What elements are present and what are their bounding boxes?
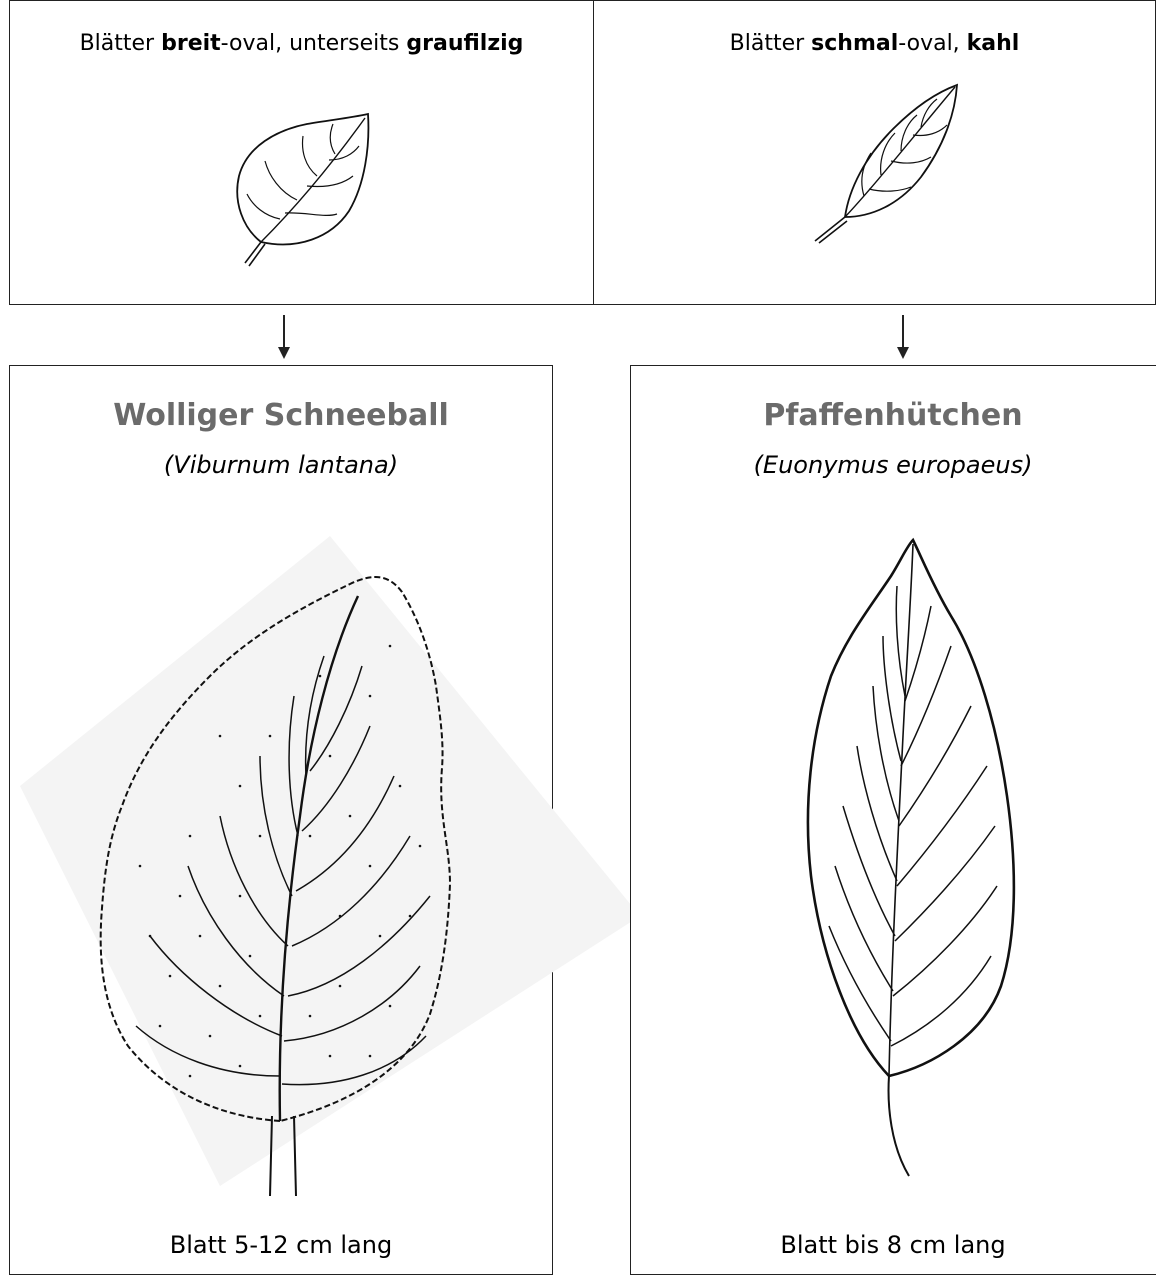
species-caption: Blatt bis 8 cm lang <box>631 1231 1155 1259</box>
arrow-left-head <box>278 347 290 359</box>
species-title: Wolliger Schneeball <box>10 398 552 433</box>
species-caption: Blatt 5-12 cm lang <box>10 1231 552 1259</box>
narrow-leaf-icon <box>809 81 959 246</box>
viburnum-leaf-illustration <box>10 536 650 1186</box>
euonymus-leaf-illustration <box>791 536 1051 1216</box>
key-text-right: Blätter schmal-oval, kahl <box>594 31 1155 56</box>
arrow-left <box>283 315 285 349</box>
species-card-right: Pfaffenhütchen (Euonymus europaeus) Blat… <box>630 365 1156 1275</box>
species-title: Pfaffenhütchen <box>631 398 1155 433</box>
key-box-left: Blätter breit-oval, unterseits graufilzi… <box>9 0 594 305</box>
species-latin-name: (Viburnum lantana) <box>10 451 552 479</box>
arrow-right-head <box>897 347 909 359</box>
arrow-right <box>902 315 904 349</box>
species-latin-name: (Euonymus europaeus) <box>631 451 1155 479</box>
key-box-right: Blätter schmal-oval, kahl <box>593 0 1156 305</box>
broad-leaf-icon <box>225 106 395 271</box>
species-card-left: Wolliger Schneeball (Viburnum lantana) B… <box>9 365 553 1275</box>
key-text-left: Blätter breit-oval, unterseits graufilzi… <box>10 31 593 56</box>
